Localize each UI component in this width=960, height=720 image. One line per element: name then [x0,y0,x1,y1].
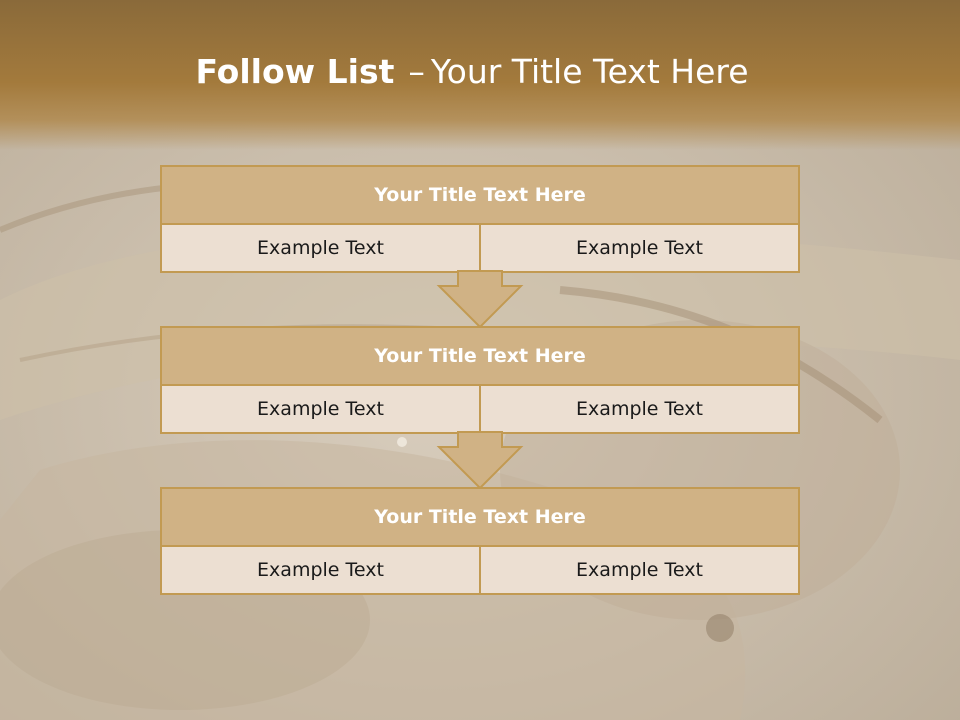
step-title-2: Your Title Text Here [162,328,798,386]
title-rest: Your Title Text Here [430,52,749,91]
step-block-3: Your Title Text Here Example Text Exampl… [160,487,800,595]
step-row-3: Example Text Example Text [162,547,798,593]
step-cell-right-1: Example Text [479,225,798,271]
header-band [0,0,960,150]
step-block-2: Your Title Text Here Example Text Exampl… [160,326,800,434]
title-dash: – [408,52,425,91]
down-arrow-icon-1 [436,270,524,328]
step-row-2: Example Text Example Text [162,386,798,432]
step-cell-left-2: Example Text [257,398,384,420]
step-cell-right-2: Example Text [479,386,798,432]
step-block-1: Your Title Text Here Example Text Exampl… [160,165,800,273]
title-bold: Follow List [195,52,395,91]
step-cell-left-3: Example Text [257,559,384,581]
step-row-1: Example Text Example Text [162,225,798,271]
step-cell-left-1: Example Text [257,237,384,259]
down-arrow-icon-2 [436,431,524,489]
step-title-3: Your Title Text Here [162,489,798,547]
step-cell-right-3: Example Text [479,547,798,593]
slide-title: Follow List–Your Title Text Here [0,52,944,91]
step-title-1: Your Title Text Here [162,167,798,225]
